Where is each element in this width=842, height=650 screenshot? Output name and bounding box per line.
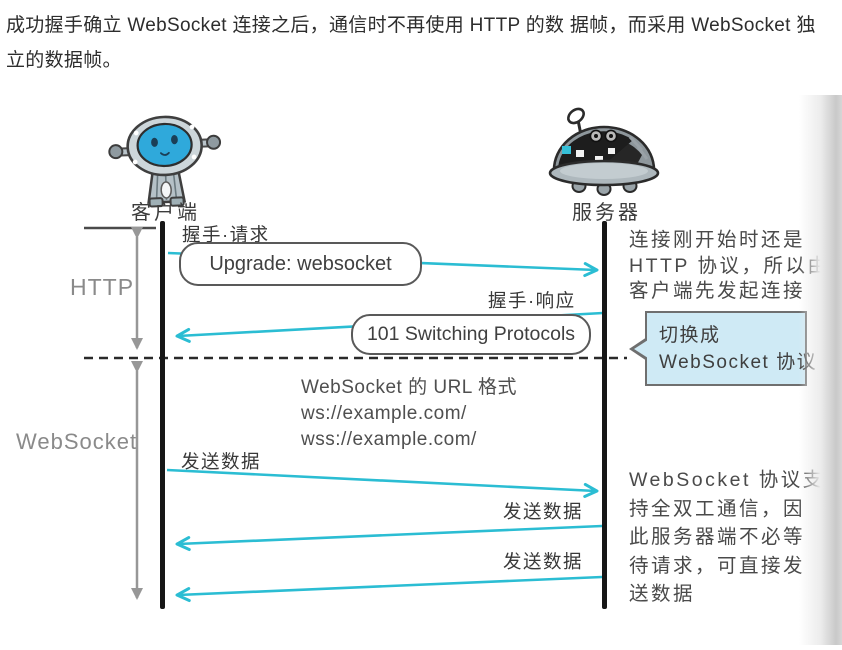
server-robot-icon — [548, 107, 660, 196]
server-lifeline — [602, 221, 607, 609]
annotation-full-duplex: WebSocket 协议支 持全双工通信，因 此服务器端不必等 待请求，可直接发… — [629, 466, 825, 609]
client-lifeline — [160, 221, 165, 609]
send-data-label-1: 发送数据 — [181, 451, 262, 472]
client-label: 客户端 — [131, 202, 200, 224]
switch-protocol-callout: 切换成 WebSocket 协议 — [629, 311, 818, 386]
annotation-line: 待请求，可直接发 — [629, 554, 806, 577]
send-data-label-2: 发送数据 — [503, 501, 584, 522]
server-label: 服务器 — [572, 202, 641, 224]
annotation-line: WebSocket 协议支 — [629, 469, 825, 491]
websocket-phase-label: WebSocket — [16, 429, 138, 454]
callout-line-1: 切换成 — [659, 325, 721, 346]
annotation-line: 连接刚开始时还是 — [629, 229, 806, 251]
client-robot-icon — [108, 115, 222, 208]
annotation-http-start: 连接刚开始时还是 HTTP 协议，所以由 客户端先发起连接 — [629, 228, 829, 305]
intro-text-line-1: 成功握手确立 WebSocket 连接之后，通信时不再使用 HTTP 的数 据帧… — [6, 15, 816, 36]
send-data-label-3: 发送数据 — [503, 551, 584, 572]
send-data-arrow-3 — [175, 575, 603, 603]
websocket-url-info: WebSocket 的 URL 格式 ws://example.com/ wss… — [301, 375, 517, 453]
send-data-arrow-2 — [175, 524, 603, 552]
upgrade-websocket-box: Upgrade: websocket — [179, 242, 422, 286]
handshake-request-label: 握手·请求 — [182, 224, 270, 245]
annotation-line: HTTP 协议，所以由 — [629, 254, 830, 277]
wss-url: wss://example.com/ — [301, 429, 477, 450]
callout-line-2: WebSocket 协议 — [659, 352, 818, 373]
send-data-arrow-1 — [166, 468, 599, 498]
ws-url: ws://example.com/ — [301, 403, 467, 424]
annotation-line: 客户端先发起连接 — [629, 280, 806, 302]
http-phase-label: HTTP — [70, 274, 135, 300]
intro-text-line-2: 立的数据帧。 — [6, 50, 122, 71]
callout-pointer-fill — [634, 340, 648, 358]
annotation-line: 送数据 — [629, 583, 696, 605]
annotation-line: 此服务器端不必等 — [629, 526, 806, 548]
annotation-line: 持全双工通信，因 — [629, 497, 806, 520]
url-format-title: WebSocket 的 URL 格式 — [301, 377, 517, 398]
handshake-response-label: 握手·响应 — [488, 290, 576, 311]
switching-protocols-box: 101 Switching Protocols — [351, 314, 591, 355]
